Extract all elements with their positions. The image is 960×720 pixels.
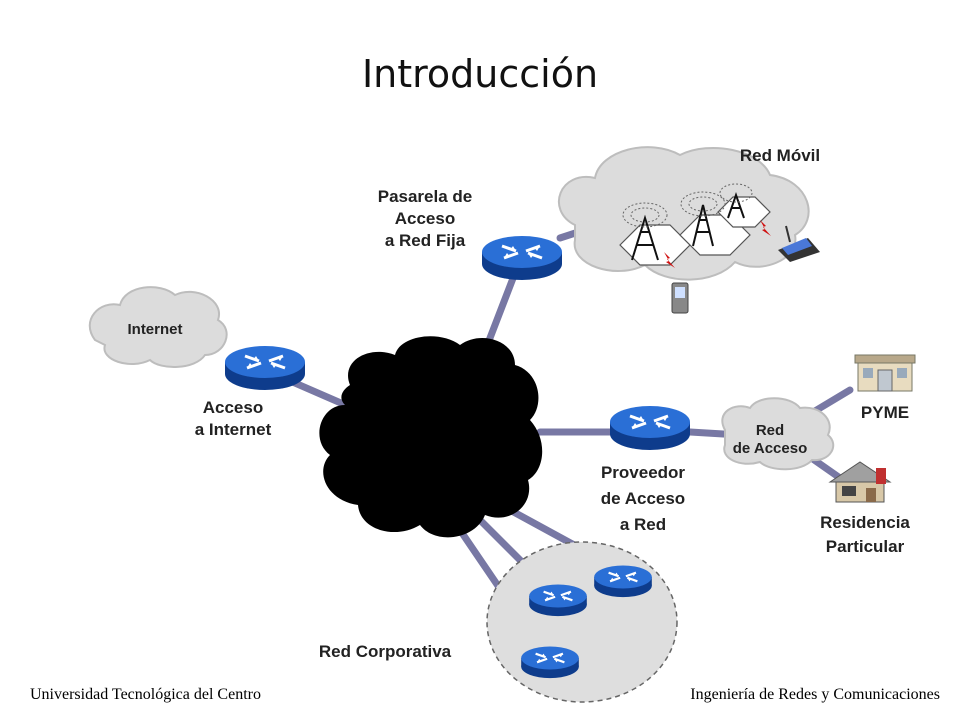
footer-left: Universidad Tecnológica del Centro <box>30 686 261 703</box>
router-internet <box>223 344 307 392</box>
label-red-movil: Red Móvil <box>739 146 821 165</box>
laptop-icon <box>778 225 820 262</box>
label-residencia: Residencia Particular <box>820 513 910 556</box>
label-pasarela: Pasarela de Acceso a Red Fija <box>377 187 473 250</box>
access-network-cloud <box>721 397 835 471</box>
corporate-network-area <box>486 541 678 703</box>
mobile-phone-icon <box>671 282 689 314</box>
label-acceso-internet: Acceso a Internet <box>194 398 272 439</box>
label-red-acceso: Red de Acceso <box>732 422 808 457</box>
house-icon <box>828 461 892 503</box>
router-proveedor <box>608 404 692 452</box>
label-proveedor: Proveedor de Acceso a Red <box>600 463 686 534</box>
mobile-cloud <box>557 146 810 281</box>
building-icon <box>854 354 916 392</box>
signal-waves-icon <box>622 183 753 228</box>
label-internet: Internet <box>127 321 183 338</box>
footer-right: Ingeniería de Redes y Comunicaciones <box>690 686 940 703</box>
router-corporate-3 <box>520 645 580 680</box>
label-red-corporativa: Red Corporativa <box>318 642 452 661</box>
page-title: Introducción <box>361 52 599 96</box>
core-network-cloud <box>319 336 543 538</box>
internet-cloud <box>88 286 228 368</box>
lightning-icon <box>664 220 771 268</box>
antenna-tower-icon <box>631 191 745 261</box>
router-corporate-1 <box>593 564 653 599</box>
label-pyme: PYME <box>860 403 910 422</box>
router-corporate-2 <box>528 583 588 618</box>
